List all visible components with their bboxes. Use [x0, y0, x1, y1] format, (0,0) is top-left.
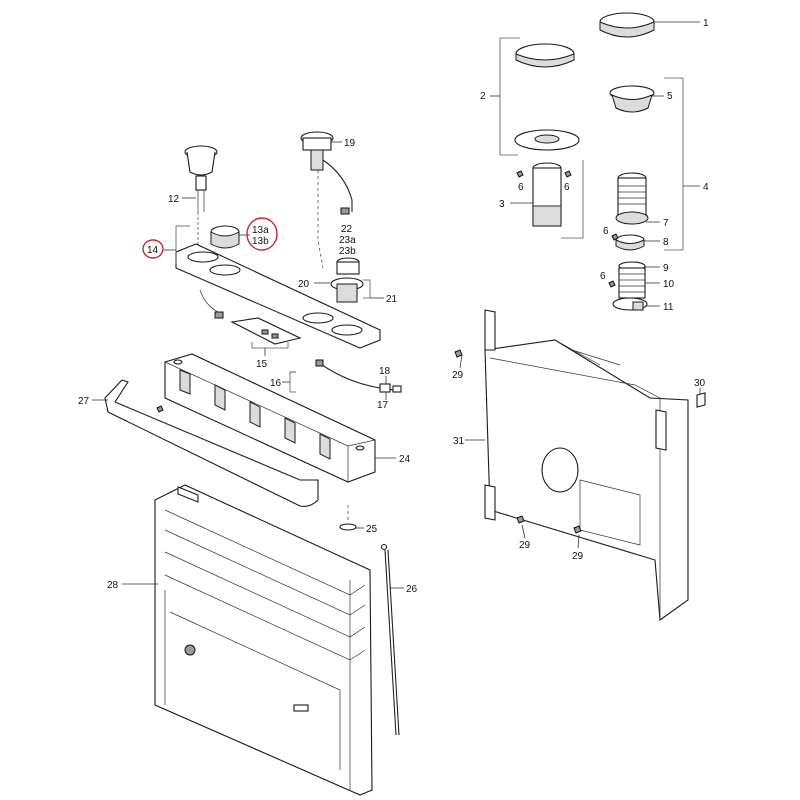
label-2: 2: [480, 91, 486, 102]
highlight-14: [142, 239, 164, 259]
pcb-part-15: [230, 317, 302, 345]
flue-terminal-part-5: [609, 85, 655, 113]
control-knob-part-22-23: [330, 257, 364, 303]
label-16: 16: [270, 378, 282, 389]
label-20: 20: [298, 279, 310, 290]
label-6d: 6: [600, 271, 606, 282]
label-8: 8: [663, 237, 669, 248]
frame-part-24: [164, 353, 376, 483]
label-1: 1: [703, 18, 709, 29]
flue-cover-part-2: [515, 43, 575, 68]
button-cap-part-13: [210, 225, 240, 249]
label-23b: 23b: [339, 246, 356, 257]
part-labels: 1 2 5 4 6 6 3 7 6 8 9 6 10 11 19 12 13a …: [78, 18, 709, 595]
label-22: 22: [341, 224, 353, 235]
connector-part-18-17: [379, 383, 402, 393]
label-12: 12: [168, 194, 180, 205]
label-9: 9: [663, 263, 669, 274]
wire-harness-part-12: [197, 212, 224, 319]
label-6b: 6: [564, 182, 570, 193]
flue-flange-part-2b: [514, 129, 580, 151]
washer-part-25: [339, 505, 357, 531]
label-28: 28: [107, 580, 119, 591]
label-15: 15: [256, 359, 268, 370]
flue-pipe-part-3: [532, 162, 562, 227]
dashed-wire: [317, 170, 324, 269]
igniter-part-19: [300, 131, 353, 215]
highlight-marks: [142, 217, 278, 259]
control-leaders: [164, 141, 387, 400]
trim-part-27: [104, 379, 319, 507]
back-panel-part-31: [484, 309, 689, 622]
misc-leaders: [92, 399, 404, 589]
flue-cap-part-1: [599, 12, 655, 38]
cap-part-30: [696, 392, 706, 408]
label-14: 14: [147, 245, 159, 256]
label-29a: 29: [452, 370, 464, 381]
rod-part-26: [380, 543, 400, 736]
label-26: 26: [406, 584, 418, 595]
screws-parts-29: [454, 349, 582, 534]
back-leaders: [459, 354, 701, 549]
bellows-part-10: [618, 267, 646, 299]
label-4: 4: [703, 182, 709, 193]
flue-leaders: [490, 21, 700, 307]
thermostat-knob-part-12: [184, 145, 218, 212]
label-6c: 6: [603, 226, 609, 237]
label-13a: 13a: [252, 225, 269, 236]
label-6a: 6: [518, 182, 524, 193]
label-11: 11: [663, 302, 674, 313]
ring-part-8: [615, 234, 645, 251]
highlight-13: [246, 217, 278, 251]
control-panel-part-14: [175, 243, 381, 349]
label-3: 3: [499, 199, 505, 210]
label-27: 27: [78, 396, 90, 407]
label-21: 21: [386, 294, 398, 305]
label-10: 10: [663, 279, 675, 290]
label-5: 5: [667, 91, 673, 102]
label-13b: 13b: [252, 236, 269, 247]
label-30: 30: [694, 378, 706, 389]
label-18: 18: [379, 366, 391, 377]
label-24: 24: [399, 454, 411, 465]
flue-pipe-part-7: [615, 172, 649, 225]
label-25: 25: [366, 524, 378, 535]
label-19: 19: [344, 138, 356, 149]
label-29b: 29: [519, 540, 531, 551]
label-17: 17: [377, 400, 389, 411]
label-7: 7: [663, 218, 669, 229]
screw-parts-6: [516, 170, 619, 288]
front-casing-part-28: [154, 484, 373, 796]
label-29c: 29: [572, 551, 584, 562]
label-31: 31: [453, 436, 465, 447]
label-23a: 23a: [339, 235, 356, 246]
clamp-part-11: [612, 297, 648, 311]
